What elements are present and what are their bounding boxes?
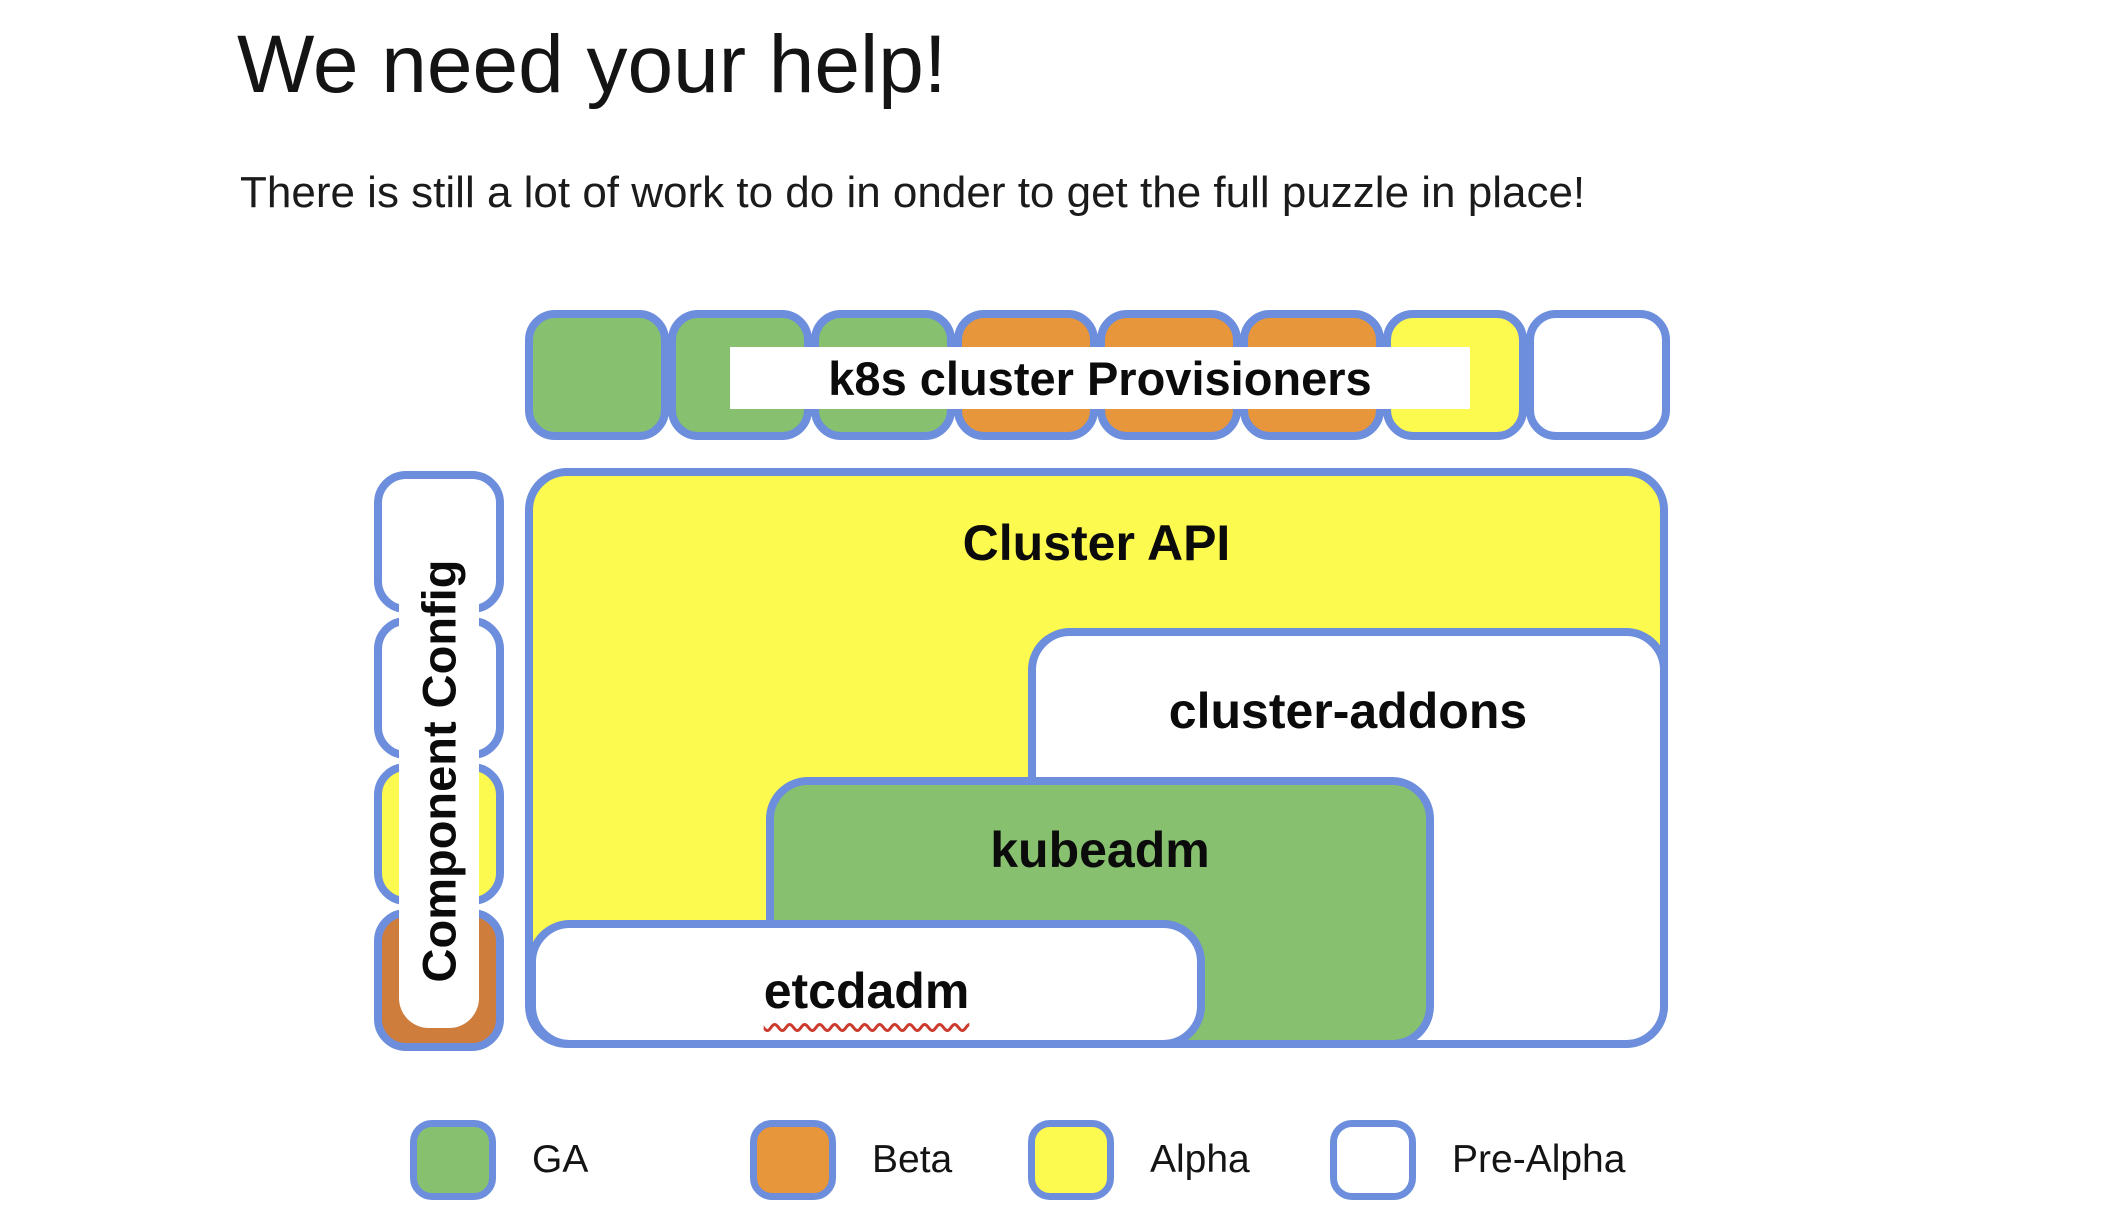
legend-swatch-pre_alpha [1330, 1120, 1416, 1200]
provisioner-piece-ga [525, 310, 669, 440]
legend-item-pre-alpha: Pre-Alpha [1330, 1120, 1625, 1200]
legend-label: Pre-Alpha [1452, 1138, 1626, 1181]
legend-item-alpha: Alpha [1028, 1120, 1250, 1200]
legend-swatch-beta [750, 1120, 836, 1200]
cluster-addons-label: cluster-addons [1168, 683, 1528, 739]
kubeadm-label: kubeadm [990, 822, 1210, 878]
page-title: We need your help! [237, 19, 947, 110]
legend-swatch-ga [410, 1120, 496, 1200]
page-subtitle: There is still a lot of work to do in on… [240, 168, 1586, 217]
provisioners-label: k8s cluster Provisioners [828, 351, 1372, 405]
component-config-label: Component Config [412, 559, 466, 983]
block-etcdadm: etcdadm [528, 920, 1205, 1048]
etcdadm-label: etcdadm [763, 963, 970, 1019]
legend-swatch-alpha [1028, 1120, 1114, 1200]
legend-label: Alpha [1150, 1138, 1250, 1181]
provisioners-label-box: k8s cluster Provisioners [730, 347, 1470, 409]
component-config-label-box: Component Config [399, 514, 479, 1028]
cluster-api-label: Cluster API [962, 515, 1231, 571]
legend-label: Beta [872, 1138, 953, 1181]
legend-item-ga: GA [410, 1120, 588, 1200]
provisioner-piece-pre_alpha [1526, 310, 1670, 440]
legend-label: GA [532, 1138, 589, 1181]
legend-item-beta: Beta [750, 1120, 952, 1200]
